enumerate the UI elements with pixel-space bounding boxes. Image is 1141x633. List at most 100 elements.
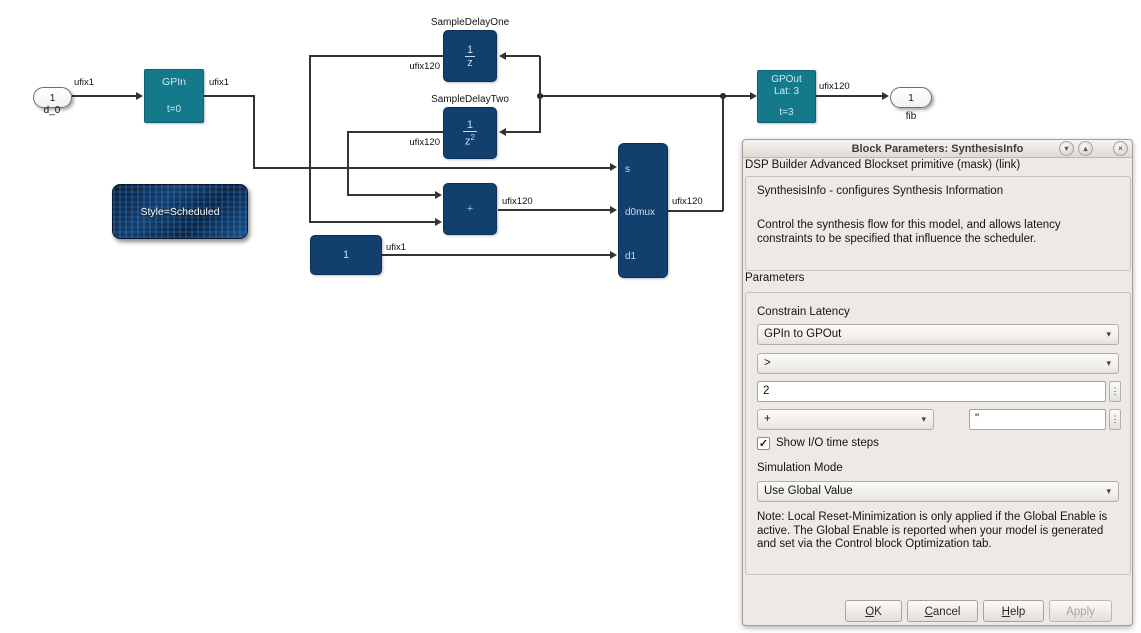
- constrain-latency-value: GPIn to GPOut: [764, 328, 842, 340]
- mux-block[interactable]: s d0mux d1: [618, 143, 668, 278]
- wire-mux-out[interactable]: [668, 210, 723, 212]
- dialog-title: Block Parameters: SynthesisInfo: [851, 143, 1024, 155]
- latency-value-input[interactable]: 2: [757, 381, 1106, 402]
- shade-button[interactable]: ▾: [1059, 141, 1074, 156]
- chevron-down-icon: ▾: [1106, 358, 1111, 368]
- signal-label: ufix1: [386, 242, 407, 253]
- simulation-mode-label: Simulation Mode: [757, 462, 843, 474]
- wire-sdt-out[interactable]: [348, 131, 443, 133]
- style-annotation-block[interactable]: Style=Scheduled: [112, 184, 248, 239]
- wire-sdo-out[interactable]: [310, 55, 443, 57]
- arrowhead: [610, 251, 617, 259]
- dots-icon: ⋮: [1110, 414, 1120, 424]
- wire-gpin-to-mux-s[interactable]: [253, 167, 610, 169]
- dots-icon: ⋮: [1110, 386, 1120, 396]
- dialog-subtitle: DSP Builder Advanced Blockset primitive …: [745, 159, 1021, 171]
- delay-fraction: 1 z: [465, 43, 475, 69]
- description-body: Control the synthesis flow for this mode…: [757, 219, 1061, 245]
- arrowhead: [750, 92, 757, 100]
- description-heading: SynthesisInfo - configures Synthesis Inf…: [757, 185, 1004, 197]
- constant-value: 1: [342, 249, 350, 261]
- arrowhead: [610, 206, 617, 214]
- unshade-button[interactable]: ▴: [1078, 141, 1093, 156]
- signal-label: ufix1: [209, 77, 230, 88]
- text2-input[interactable]: ": [969, 409, 1106, 430]
- simulation-mode-value: Use Global Value: [764, 485, 853, 497]
- cancel-button[interactable]: Cancel: [907, 600, 978, 622]
- wire-sdt-to-adder[interactable]: [347, 194, 436, 196]
- signal-label: ufix120: [502, 196, 533, 207]
- signal-label: ufix120: [409, 137, 440, 148]
- gpout-title: GPOut: [771, 74, 802, 85]
- wire-adder-to-mux[interactable]: [498, 209, 610, 211]
- chevron-down-icon: ▾: [1106, 329, 1111, 339]
- close-button[interactable]: ×: [1113, 141, 1128, 156]
- gpout-latency: Lat: 3: [773, 86, 800, 97]
- wire-to-sampledelayone[interactable]: [506, 55, 540, 57]
- wire-to-sampledelaytwo[interactable]: [506, 131, 540, 133]
- latency-edit-button[interactable]: ⋮: [1109, 381, 1121, 402]
- wire-inport-to-gpin[interactable]: [72, 95, 139, 97]
- wire-gpout-to-outport[interactable]: [816, 95, 886, 97]
- inport-block[interactable]: 1: [33, 87, 72, 108]
- chevron-down-icon: ▾: [921, 414, 926, 424]
- gpin-block[interactable]: GPIn t=0: [144, 69, 204, 123]
- sampledelaytwo-block[interactable]: 1 z2: [443, 107, 497, 159]
- signal-label: ufix1: [74, 77, 95, 88]
- mux-port-d0: d0mux: [625, 207, 656, 218]
- inport-number: 1: [49, 91, 56, 104]
- shade-icon: ▾: [1064, 144, 1069, 153]
- sampledelayone-name: SampleDelayOne: [430, 17, 510, 28]
- signal-label: ufix120: [672, 196, 703, 207]
- arrowhead: [499, 128, 506, 136]
- constrain-latency-select[interactable]: GPIn to GPOut ▾: [757, 324, 1119, 345]
- help-button[interactable]: Help: [983, 600, 1044, 622]
- op2-value: +: [764, 413, 771, 425]
- delay-fraction: 1 z2: [463, 118, 477, 148]
- chevron-down-icon: ▾: [1106, 486, 1111, 496]
- parameters-frame: [745, 292, 1131, 575]
- arrowhead: [435, 218, 442, 226]
- reset-minimization-note: Note: Local Reset-Minimization is only a…: [757, 511, 1108, 550]
- mux-port-d1: d1: [625, 251, 637, 262]
- check-icon: ✓: [758, 438, 769, 450]
- wire-sdt-down[interactable]: [347, 131, 349, 195]
- gpin-timestep: t=0: [166, 104, 182, 115]
- wire-feedback-branch[interactable]: [539, 56, 541, 133]
- outport-number: 1: [908, 91, 914, 104]
- gpout-timestep: t=3: [779, 107, 794, 118]
- show-io-checkbox[interactable]: ✓: [757, 437, 770, 450]
- wire-const-to-mux[interactable]: [382, 254, 610, 256]
- mux-port-s: s: [625, 164, 630, 175]
- gpin-title: GPIn: [162, 76, 186, 88]
- constant-block[interactable]: 1: [310, 235, 382, 275]
- op2-select[interactable]: + ▾: [757, 409, 934, 430]
- wire-feedback-to-gpout[interactable]: [540, 95, 751, 97]
- adder-op: +: [466, 203, 474, 215]
- inport-name: d_0: [43, 105, 61, 116]
- wire-gpin-out[interactable]: [204, 95, 254, 97]
- simulation-mode-select[interactable]: Use Global Value ▾: [757, 481, 1119, 502]
- wire-mux-up[interactable]: [722, 95, 724, 211]
- close-icon: ×: [1118, 144, 1123, 153]
- description-frame: [745, 176, 1131, 271]
- ok-button[interactable]: OK: [845, 600, 902, 622]
- apply-button[interactable]: Apply: [1049, 600, 1112, 622]
- text2-value: ": [975, 413, 980, 425]
- sampledelaytwo-name: SampleDelayTwo: [431, 94, 509, 105]
- outport-name: fib: [905, 111, 917, 122]
- gpout-block[interactable]: GPOut Lat: 3 t=3: [757, 70, 816, 123]
- sampledelayone-block[interactable]: 1 z: [443, 30, 497, 82]
- adder-block[interactable]: +: [443, 183, 497, 235]
- wire-sdo-to-adder[interactable]: [309, 221, 436, 223]
- arrowhead: [499, 52, 506, 60]
- style-annotation-label: Style=Scheduled: [140, 205, 220, 218]
- outport-block[interactable]: 1: [890, 87, 932, 108]
- text2-edit-button[interactable]: ⋮: [1109, 409, 1121, 430]
- dialog-titlebar[interactable]: Block Parameters: SynthesisInfo ▾ ▴ ×: [743, 140, 1132, 158]
- operator-select[interactable]: > ▾: [757, 353, 1119, 374]
- wire-gpin-down[interactable]: [253, 95, 255, 168]
- constrain-latency-label: Constrain Latency: [757, 306, 850, 318]
- wire-sdo-down[interactable]: [309, 55, 311, 222]
- operator-value: >: [764, 357, 771, 369]
